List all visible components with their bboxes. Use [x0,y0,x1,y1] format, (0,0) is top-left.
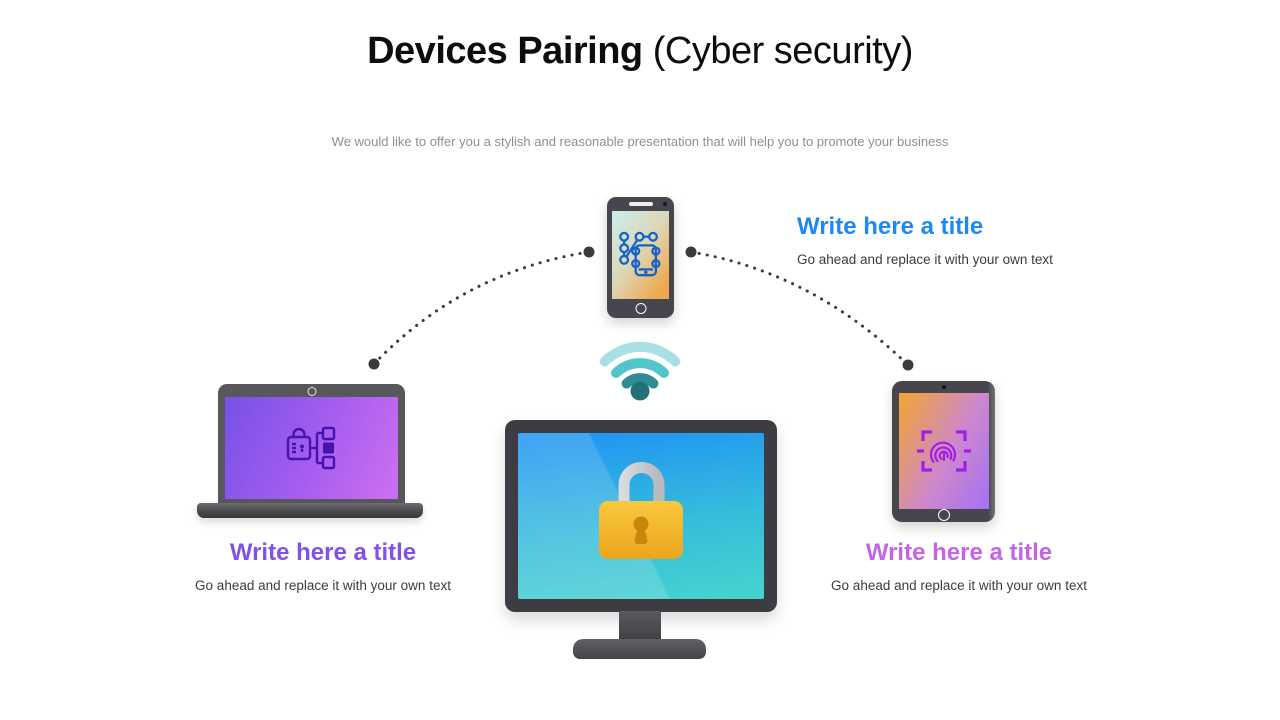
callout-tablet: Write here a title Go ahead and replace … [798,539,1120,593]
tablet-camera-dot [941,385,946,389]
monitor-screen [518,433,764,599]
phone-camera-dot [663,202,667,206]
monitor-illustration [505,420,777,612]
tablet-screen [899,393,989,509]
connector-end-dot [685,246,697,258]
laptop-screen [225,397,398,499]
lock-network-icon [286,426,335,470]
page-title-rest: (Cyber security) [652,30,914,72]
callout-laptop-title: Write here a title [229,539,417,566]
callout-tablet-body: Go ahead and replace it with your own te… [831,577,1087,593]
pattern-lock-icon [619,231,661,277]
laptop-illustration [218,384,405,504]
laptop-webcam [307,387,316,396]
dotted-connector-right [689,250,910,367]
callout-phone-body: Go ahead and replace it with your own te… [797,251,1053,267]
padlock-icon [599,462,683,559]
page-title-bold: Devices Pairing [367,30,643,72]
callout-phone-title: Write here a title [797,213,984,240]
monitor-stand-base [573,639,706,659]
page-title: Devices Pairing (Cyber security) [0,30,1280,73]
tablet-home-button [937,508,950,521]
monitor-stand-neck [619,611,661,640]
phone-screen [612,211,669,299]
laptop-base [197,503,423,518]
callout-laptop: Write here a title Go ahead and replace … [158,539,488,593]
connector-end-dot [368,358,380,370]
tablet-illustration [892,381,995,522]
page-subtitle: We would like to offer you a stylish and… [331,134,949,149]
connector-end-dot [902,359,914,371]
fingerprint-scan-icon [917,430,971,472]
callout-laptop-body: Go ahead and replace it with your own te… [195,577,451,593]
wifi-signal-icon [599,341,681,401]
callout-phone: Write here a title Go ahead and replace … [797,213,1127,267]
phone-speaker [628,202,653,206]
smartphone-illustration [607,197,674,318]
phone-home-button [635,303,646,314]
connector-end-dot [583,246,595,258]
callout-tablet-title: Write here a title [865,539,1053,566]
dotted-connector-left [372,250,591,366]
